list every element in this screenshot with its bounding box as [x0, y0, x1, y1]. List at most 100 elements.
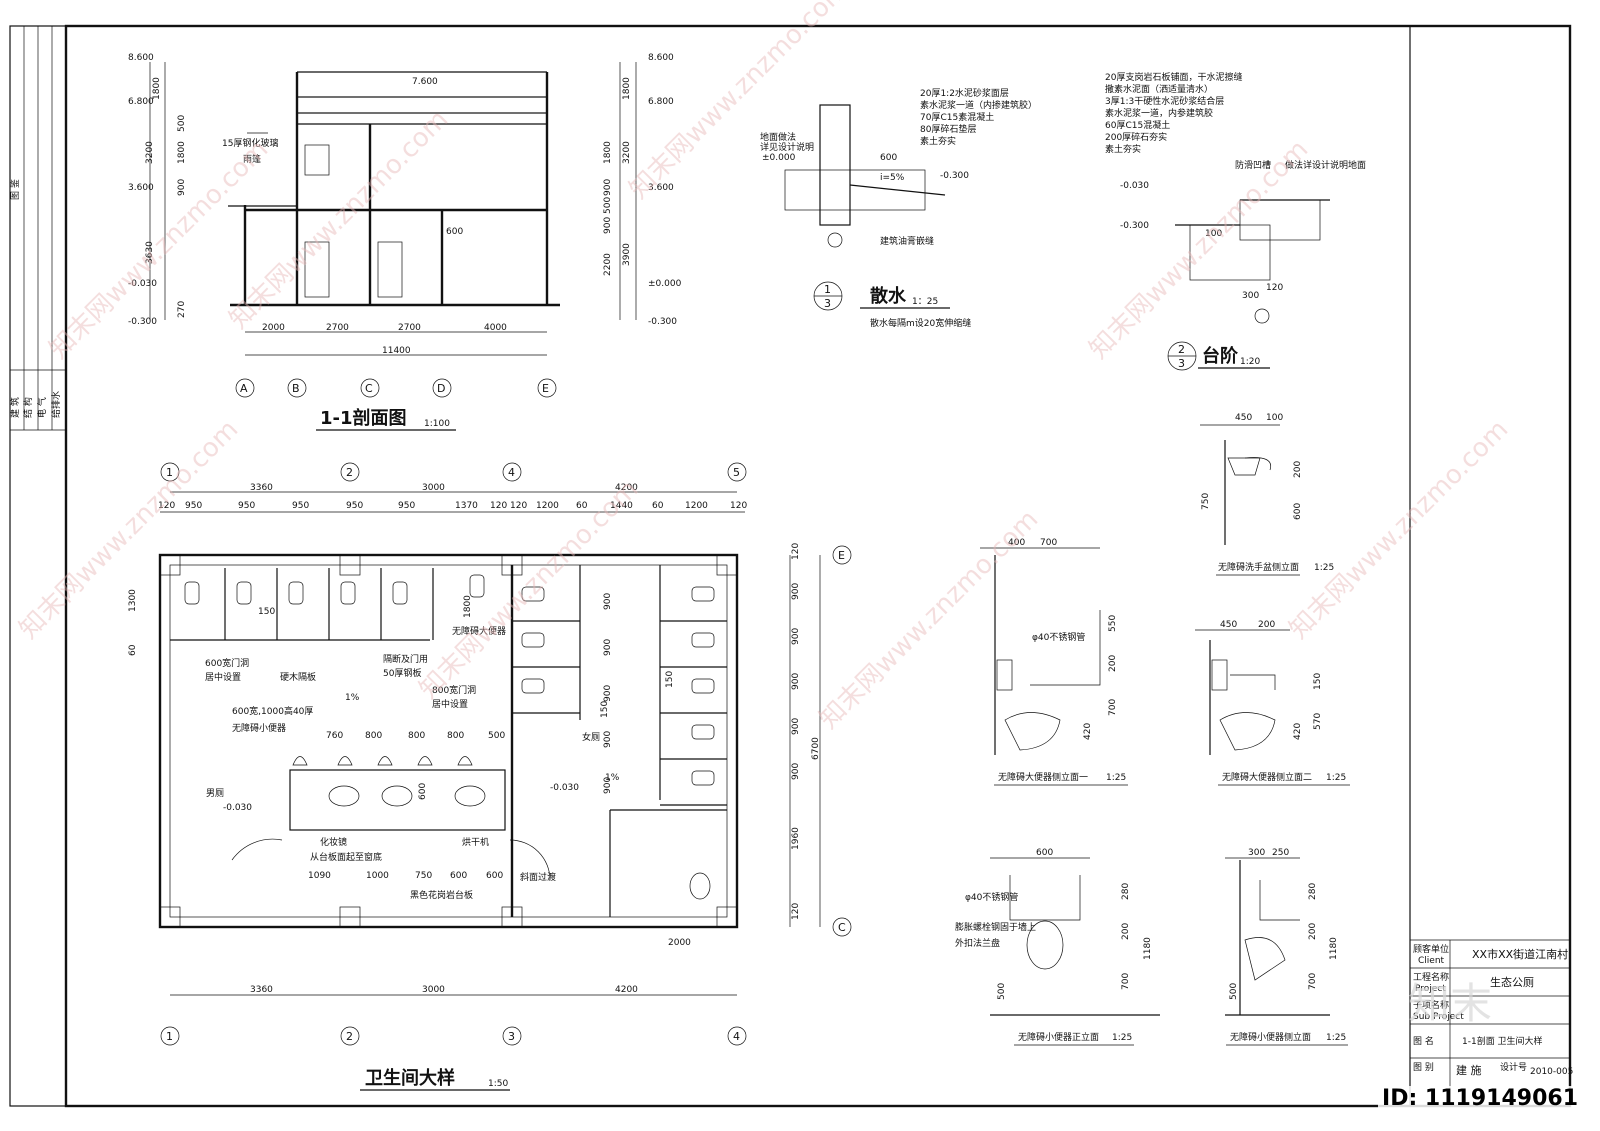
brand-logo: 知末 — [1408, 979, 1492, 1028]
elev-dim: 200 — [1293, 461, 1303, 478]
plan-top-dim: 120 — [510, 501, 527, 511]
watermark-text: 知末网www.znzmo.com — [814, 504, 1045, 735]
axis-label: 2 — [346, 1030, 353, 1043]
sidebar-tag: 图 鉴 — [9, 179, 21, 200]
section-elev-left: -0.300 — [128, 317, 157, 327]
watermark-text: 知末网www.znzmo.com — [414, 474, 645, 705]
section-right-dim: 500 — [603, 197, 613, 214]
elev-dim: 280 — [1308, 883, 1318, 900]
section-top-dim: 7.600 — [412, 77, 438, 87]
elev-dim: 700 — [1108, 699, 1118, 716]
plan-title: 卫生间大样 — [365, 1067, 455, 1089]
section-bottom-dim: 4000 — [484, 323, 507, 333]
plan-note: 黑色花岗岩台板 — [410, 889, 473, 901]
plan-note: 无障碍小便器 — [232, 722, 286, 734]
elev-dim: 100 — [1266, 413, 1283, 423]
plan-top-dim: 3360 — [250, 483, 273, 493]
toilet-fixture — [288, 581, 304, 605]
tb-subproject-label: 子项名称 — [1413, 999, 1449, 1011]
plan-top-dim: 60 — [576, 501, 588, 511]
urinal-dim: 500 — [488, 731, 505, 741]
plan-note: 1% — [605, 773, 620, 783]
women-stall-dim: 900 — [603, 777, 613, 794]
plan-right-dim: 120 — [791, 903, 801, 920]
section-right-dim: 1800 — [603, 141, 613, 164]
toilet-fixture — [691, 586, 715, 602]
apron-label: i=5% — [880, 173, 905, 183]
section-scale: 1:100 — [424, 419, 450, 429]
apron-label: -0.300 — [940, 171, 969, 181]
section-elev-left: 3.600 — [128, 183, 154, 193]
plan-top-dim: 3000 — [422, 483, 445, 493]
plan-top-dim: 120 — [730, 501, 747, 511]
axis-label: 4 — [508, 466, 515, 479]
plan-note: 斜面过渡 — [520, 871, 556, 883]
axis-label: D — [437, 382, 445, 395]
urinals-row — [292, 756, 473, 766]
plan-note: 无障碍大便器 — [452, 625, 506, 637]
section-elev-right: 8.600 — [648, 53, 674, 63]
elev-wc1-note: φ40不锈钢管 — [1032, 631, 1085, 643]
elev-dim: 250 — [1272, 848, 1289, 858]
plan-note: 居中设置 — [205, 671, 241, 683]
elev-dim: 200 — [1258, 620, 1275, 630]
axis-label: 4 — [733, 1030, 740, 1043]
elev-wc1: 400 700 550 200 700 420 φ40不锈钢管 无障碍大便器侧立… — [980, 538, 1128, 786]
urinal-dim: 800 — [365, 731, 382, 741]
plan-bottom-dim: 4200 — [615, 985, 638, 995]
elev-wc1-scale: 1:25 — [1106, 773, 1126, 783]
toilet-fixture — [521, 632, 545, 648]
tb-project-label-en: Project — [1415, 984, 1446, 994]
apron-num-bottom: 3 — [824, 297, 831, 310]
elev-dim: 600 — [1293, 503, 1303, 520]
section-total-dim: 11400 — [382, 346, 411, 356]
axis-label: 5 — [733, 466, 740, 479]
left-sidebar: 图 鉴 建 筑 结 构 电 气 给排水 — [9, 26, 66, 431]
section-elev-right: 6.800 — [648, 97, 674, 107]
plan-right-dim: 900 — [791, 628, 801, 645]
accessible-toilet-fixture — [469, 574, 485, 598]
plan-right-dim: 900 — [791, 673, 801, 690]
elev-ur1-note: φ40不锈钢管 — [965, 891, 1018, 903]
elev-dim: 420 — [1083, 723, 1093, 740]
women-stall-dim: 900 — [603, 639, 613, 656]
axis-label: 1 — [166, 1030, 173, 1043]
plan-top-dim: 120 — [490, 501, 507, 511]
section-elev-left: 6.800 — [128, 97, 154, 107]
section-right-dim: 2200 — [603, 253, 613, 276]
section-left-dim: 900 — [177, 179, 187, 196]
steps-label: 100 — [1205, 229, 1222, 239]
plan-small-dim: 600 — [418, 783, 428, 800]
elev-basin: 450 100 200 750 600 无障碍洗手盆侧立面 1:25 — [1200, 413, 1334, 576]
apron-wall — [819, 104, 851, 226]
plan-left-dim: 60 — [128, 644, 138, 656]
plan-note: 600宽门洞 — [205, 657, 249, 669]
plan-top-dim: 950 — [346, 501, 363, 511]
elev-ur1-scale: 1:25 — [1112, 1033, 1132, 1043]
section-right-dim: 3900 — [622, 243, 632, 266]
apron-label: 详见设计说明 — [760, 141, 814, 153]
axis-label: E — [542, 382, 549, 395]
apron-scale: 1：25 — [912, 297, 938, 307]
elev-dim: 1180 — [1143, 937, 1153, 960]
plan-note: 50厚钢板 — [383, 667, 421, 679]
elev-dim: 200 — [1108, 655, 1118, 672]
toilet-fixture — [521, 586, 545, 602]
section-elev-right: -0.300 — [648, 317, 677, 327]
axis-label: C — [365, 382, 373, 395]
steps-layer: 素土夯实 — [1105, 143, 1141, 155]
elev-dim: 550 — [1108, 615, 1118, 632]
urinal-fixture — [292, 756, 308, 766]
lavatory-dim: 750 — [415, 871, 432, 881]
plan-top-dim: 120 — [158, 501, 175, 511]
watermark-layer: 知末网www.znzmo.com知末网www.znzmo.com知末网www.z… — [14, 0, 1515, 735]
plan-small-dim: 150 — [600, 701, 610, 718]
plan-top-dim: 1200 — [685, 501, 708, 511]
elev-dim: 280 — [1121, 883, 1131, 900]
plan-note: 化妆镜 — [320, 836, 347, 848]
section-right-dim: 900 — [603, 217, 613, 234]
plan-note: -0.030 — [550, 783, 579, 793]
steps-layer: 200厚碎石夯实 — [1105, 131, 1167, 143]
